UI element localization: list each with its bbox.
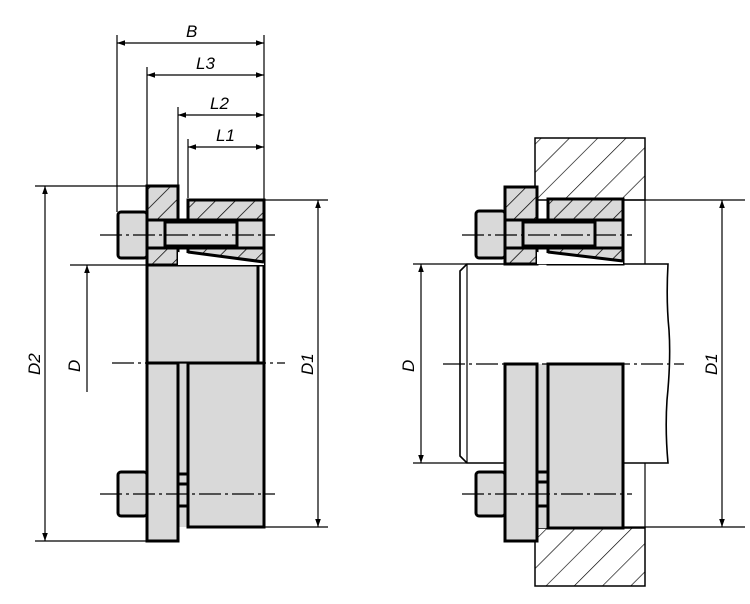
housing-lower xyxy=(534,527,646,587)
extension-lines xyxy=(35,35,328,542)
body-lower xyxy=(186,361,266,529)
label-D: D xyxy=(399,360,418,372)
housing-upper xyxy=(534,137,646,201)
right-view: D D1 xyxy=(399,137,745,587)
label-L1: L1 xyxy=(216,126,235,145)
bolt-shank xyxy=(163,220,239,248)
dimension-lines xyxy=(42,40,321,541)
label-D1: D1 xyxy=(702,353,721,375)
label-L3: L3 xyxy=(196,54,215,73)
label-D: D xyxy=(65,360,84,372)
left-view: B L3 L2 L1 D2 D D1 xyxy=(25,22,328,543)
label-B: B xyxy=(186,22,197,41)
label-D1: D1 xyxy=(298,353,317,375)
inner-ring xyxy=(145,263,260,365)
label-D2: D2 xyxy=(25,353,44,375)
bolt-shank xyxy=(521,220,597,248)
body-lower xyxy=(546,362,625,530)
flange-lower xyxy=(145,361,180,543)
flange-lower xyxy=(503,362,539,543)
label-L2: L2 xyxy=(210,94,229,113)
